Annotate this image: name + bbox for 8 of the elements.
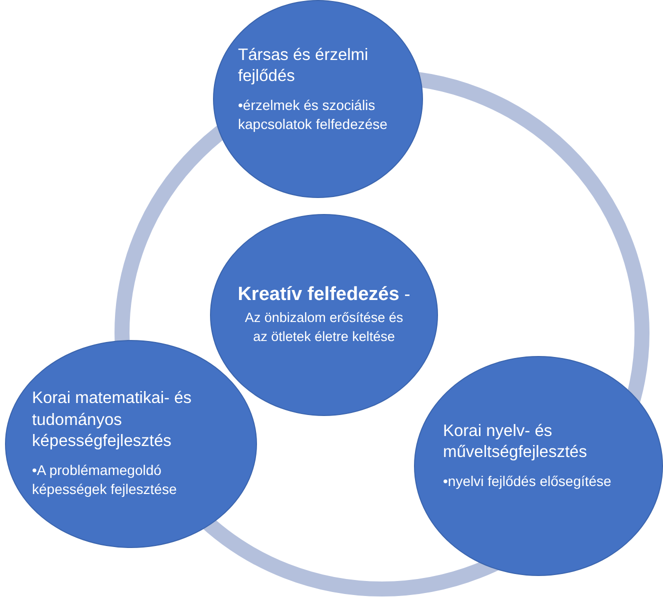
topic-description: •érzelmek és szociális kapcsolatok felfedezése <box>238 96 388 134</box>
topic-heading: Korai nyelv- és műveltségfejlesztés <box>443 420 588 464</box>
topic-description: •A problémamegoldó képességek fejlesztése <box>32 460 178 500</box>
topic-description: •nyelvi fejlődés elősegítése <box>443 472 612 491</box>
topic-description: Az önbizalom erősítése és az ötletek életre keltése <box>244 309 404 346</box>
topic-heading: Társas és érzelmi fejlődés <box>238 44 370 88</box>
topic-heading: Korai matematikai- és tudományos képességfejlesztés <box>32 388 193 452</box>
topic-heading: Kreatív felfedezés - <box>238 282 410 307</box>
